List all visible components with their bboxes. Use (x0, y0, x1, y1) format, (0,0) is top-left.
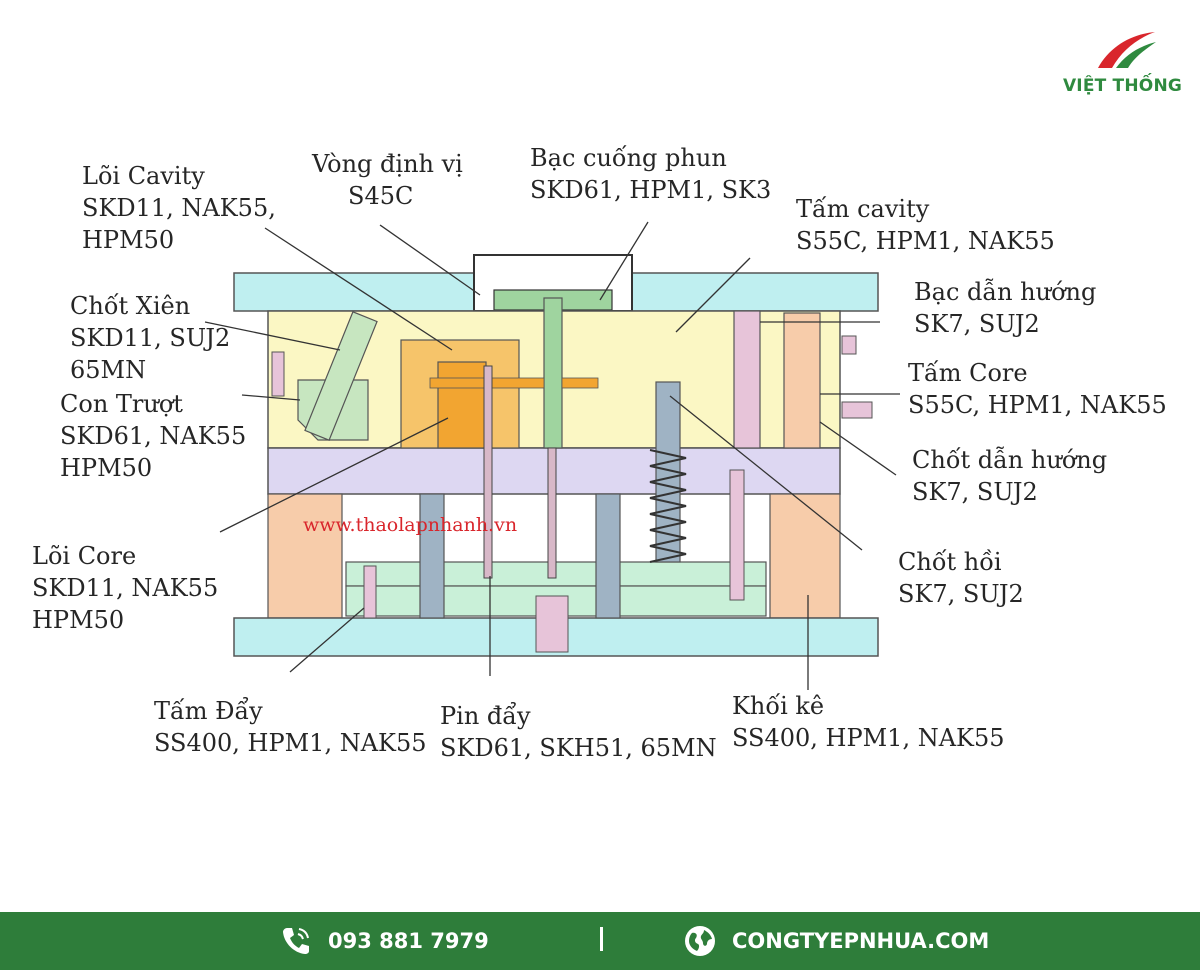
phone-number: 093 881 7979 (328, 929, 489, 953)
label-tam-cavity: Tấm cavity S55C, HPM1, NAK55 (796, 193, 1055, 257)
brand-logo: VIỆT THỐNG (1060, 28, 1185, 103)
label-bac-dan-huong: Bạc dẫn hướng SK7, SUJ2 (914, 276, 1096, 340)
label-material-2: HPM50 (60, 454, 153, 482)
label-material-2: 65MN (70, 356, 147, 384)
label-material: SK7, SUJ2 (912, 478, 1038, 506)
spacer-block-right (769, 493, 841, 619)
label-name: Tấm cavity (796, 195, 930, 223)
label-khoi-ke: Khối kê SS400, HPM1, NAK55 (732, 690, 1005, 754)
guide-pin (783, 312, 821, 449)
guide-pin-head (841, 335, 857, 355)
footer-divider (600, 927, 603, 951)
label-loi-cavity: Lõi Cavity SKD11, NAK55, HPM50 (82, 160, 276, 256)
angle-pin (304, 311, 378, 441)
leader-lines (204, 221, 900, 690)
globe-icon (685, 926, 715, 956)
phone-icon (283, 928, 309, 954)
sprue-puller (535, 595, 569, 653)
swoosh-icon (1098, 32, 1156, 68)
label-name: Lõi Core (32, 542, 137, 570)
label-name: Con Trượt (60, 390, 183, 418)
label-tam-core: Tấm Core S55C, HPM1, NAK55 (908, 357, 1167, 421)
label-material: S45C (348, 182, 414, 210)
label-chot-hoi: Chốt hồi SK7, SUJ2 (898, 546, 1024, 610)
label-bac-cuong-phun: Bạc cuống phun SKD61, HPM1, SK3 (530, 142, 771, 206)
footer-website[interactable]: CONGTYEPNHUA.COM (682, 912, 989, 970)
label-name: Lõi Cavity (82, 162, 205, 190)
label-material: SS400, HPM1, NAK55 (732, 724, 1005, 752)
label-name: Bạc dẫn hướng (914, 278, 1097, 306)
label-name: Chốt Xiên (70, 292, 191, 320)
label-material: SKD61, NAK55 (60, 422, 247, 450)
label-name: Tấm Core (908, 359, 1028, 387)
label-material: SKD61, SKH51, 65MN (440, 734, 717, 762)
label-material: SKD11, SUJ2 (70, 324, 231, 352)
label-chot-dan-huong: Chốt dẫn hướng SK7, SUJ2 (912, 444, 1107, 508)
runner-right (561, 377, 599, 389)
label-loi-core: Lõi Core SKD11, NAK55 HPM50 (32, 540, 218, 636)
label-name: Chốt hồi (898, 548, 1002, 576)
brand-name: VIỆT THỐNG (1062, 76, 1183, 96)
label-material: SKD11, NAK55, (82, 194, 276, 222)
label-material: SKD61, HPM1, SK3 (530, 176, 772, 204)
label-material-2: HPM50 (82, 226, 175, 254)
label-name: Pin đẩy (440, 702, 531, 730)
ejector-pin-2 (547, 447, 557, 579)
label-pin-day: Pin đẩy SKD61, SKH51, 65MN (440, 700, 717, 764)
label-chot-xien: Chốt Xiên SKD11, SUJ2 65MN (70, 290, 230, 386)
ejector-bolt (729, 469, 745, 601)
slider-bolt (271, 351, 285, 397)
label-vong-dinh-vi: Vòng định vị S45C (312, 148, 463, 212)
watermark-url: www.thaolapnhanh.vn (303, 514, 518, 536)
ejector-guide-left (419, 493, 445, 619)
label-name: Tấm Đẩy (154, 697, 263, 725)
sprue-channel (543, 297, 563, 449)
label-material-2: HPM50 (32, 606, 125, 634)
label-name: Bạc cuống phun (530, 144, 727, 172)
footer-phone[interactable]: 093 881 7979 (278, 912, 489, 970)
label-name: Vòng định vị (312, 150, 463, 178)
label-material: S55C, HPM1, NAK55 (796, 227, 1055, 255)
mold-diagram (204, 221, 900, 690)
screw-left (363, 565, 377, 619)
website-url: CONGTYEPNHUA.COM (732, 929, 990, 953)
ejector-guide-right (595, 493, 621, 619)
label-material: SK7, SUJ2 (914, 310, 1040, 338)
return-spring (649, 449, 687, 563)
label-material: S55C, HPM1, NAK55 (908, 391, 1167, 419)
label-material: SKD11, NAK55 (32, 574, 219, 602)
label-material: SK7, SUJ2 (898, 580, 1024, 608)
label-material: SS400, HPM1, NAK55 (154, 729, 427, 757)
guide-bushing (733, 310, 761, 449)
label-name: Chốt dẫn hướng (912, 446, 1108, 474)
label-tam-day: Tấm Đẩy SS400, HPM1, NAK55 (154, 695, 427, 759)
core-insert (437, 361, 487, 449)
spacer-block-left (267, 493, 343, 619)
label-con-truot: Con Trượt SKD61, NAK55 HPM50 (60, 388, 246, 484)
label-name: Khối kê (732, 692, 825, 720)
ejector-pin-1 (483, 365, 493, 579)
guide-pin-bolt (841, 401, 873, 419)
